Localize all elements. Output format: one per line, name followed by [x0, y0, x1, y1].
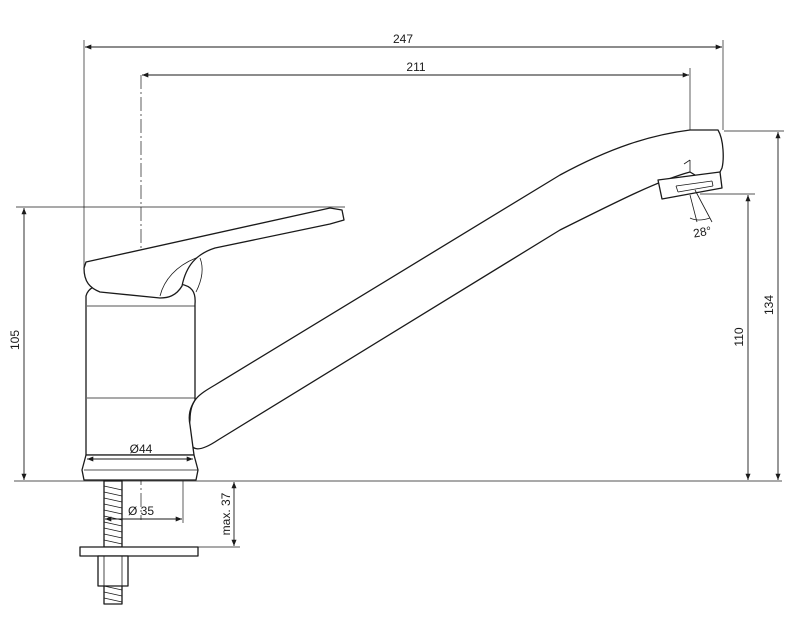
- label-shank-diameter: Ø 35: [128, 504, 154, 518]
- label-body-height: 105: [8, 330, 22, 350]
- mounting-plate: [79, 546, 199, 557]
- dimension-reach: 211: [142, 60, 691, 160]
- aerator: [657, 171, 723, 200]
- dimension-total-length: 247: [83, 32, 724, 270]
- dimension-total-height: 134: [724, 130, 784, 480]
- dimension-base-diameter: Ø44: [87, 442, 193, 462]
- label-total-length: 247: [393, 32, 413, 46]
- mounting-nut: [97, 555, 129, 587]
- dimension-shank-diameter: Ø 35: [105, 481, 184, 523]
- faucet-body: [85, 283, 196, 456]
- dimension-outlet-angle: 28°: [689, 189, 713, 241]
- label-total-height: 134: [762, 295, 776, 315]
- label-base-diameter: Ø44: [130, 442, 153, 456]
- spout: [188, 129, 724, 450]
- dimension-body-height: 105: [8, 206, 345, 480]
- label-reach: 211: [406, 60, 425, 74]
- label-outlet-height: 110: [732, 327, 746, 346]
- label-max-mount-thickness: max. 37: [219, 492, 233, 535]
- lever-handle: [83, 207, 345, 299]
- dimension-max-mount-thickness: max. 37: [198, 482, 240, 548]
- dimension-outlet-height: 110: [700, 193, 755, 480]
- label-outlet-angle: 28°: [692, 224, 713, 241]
